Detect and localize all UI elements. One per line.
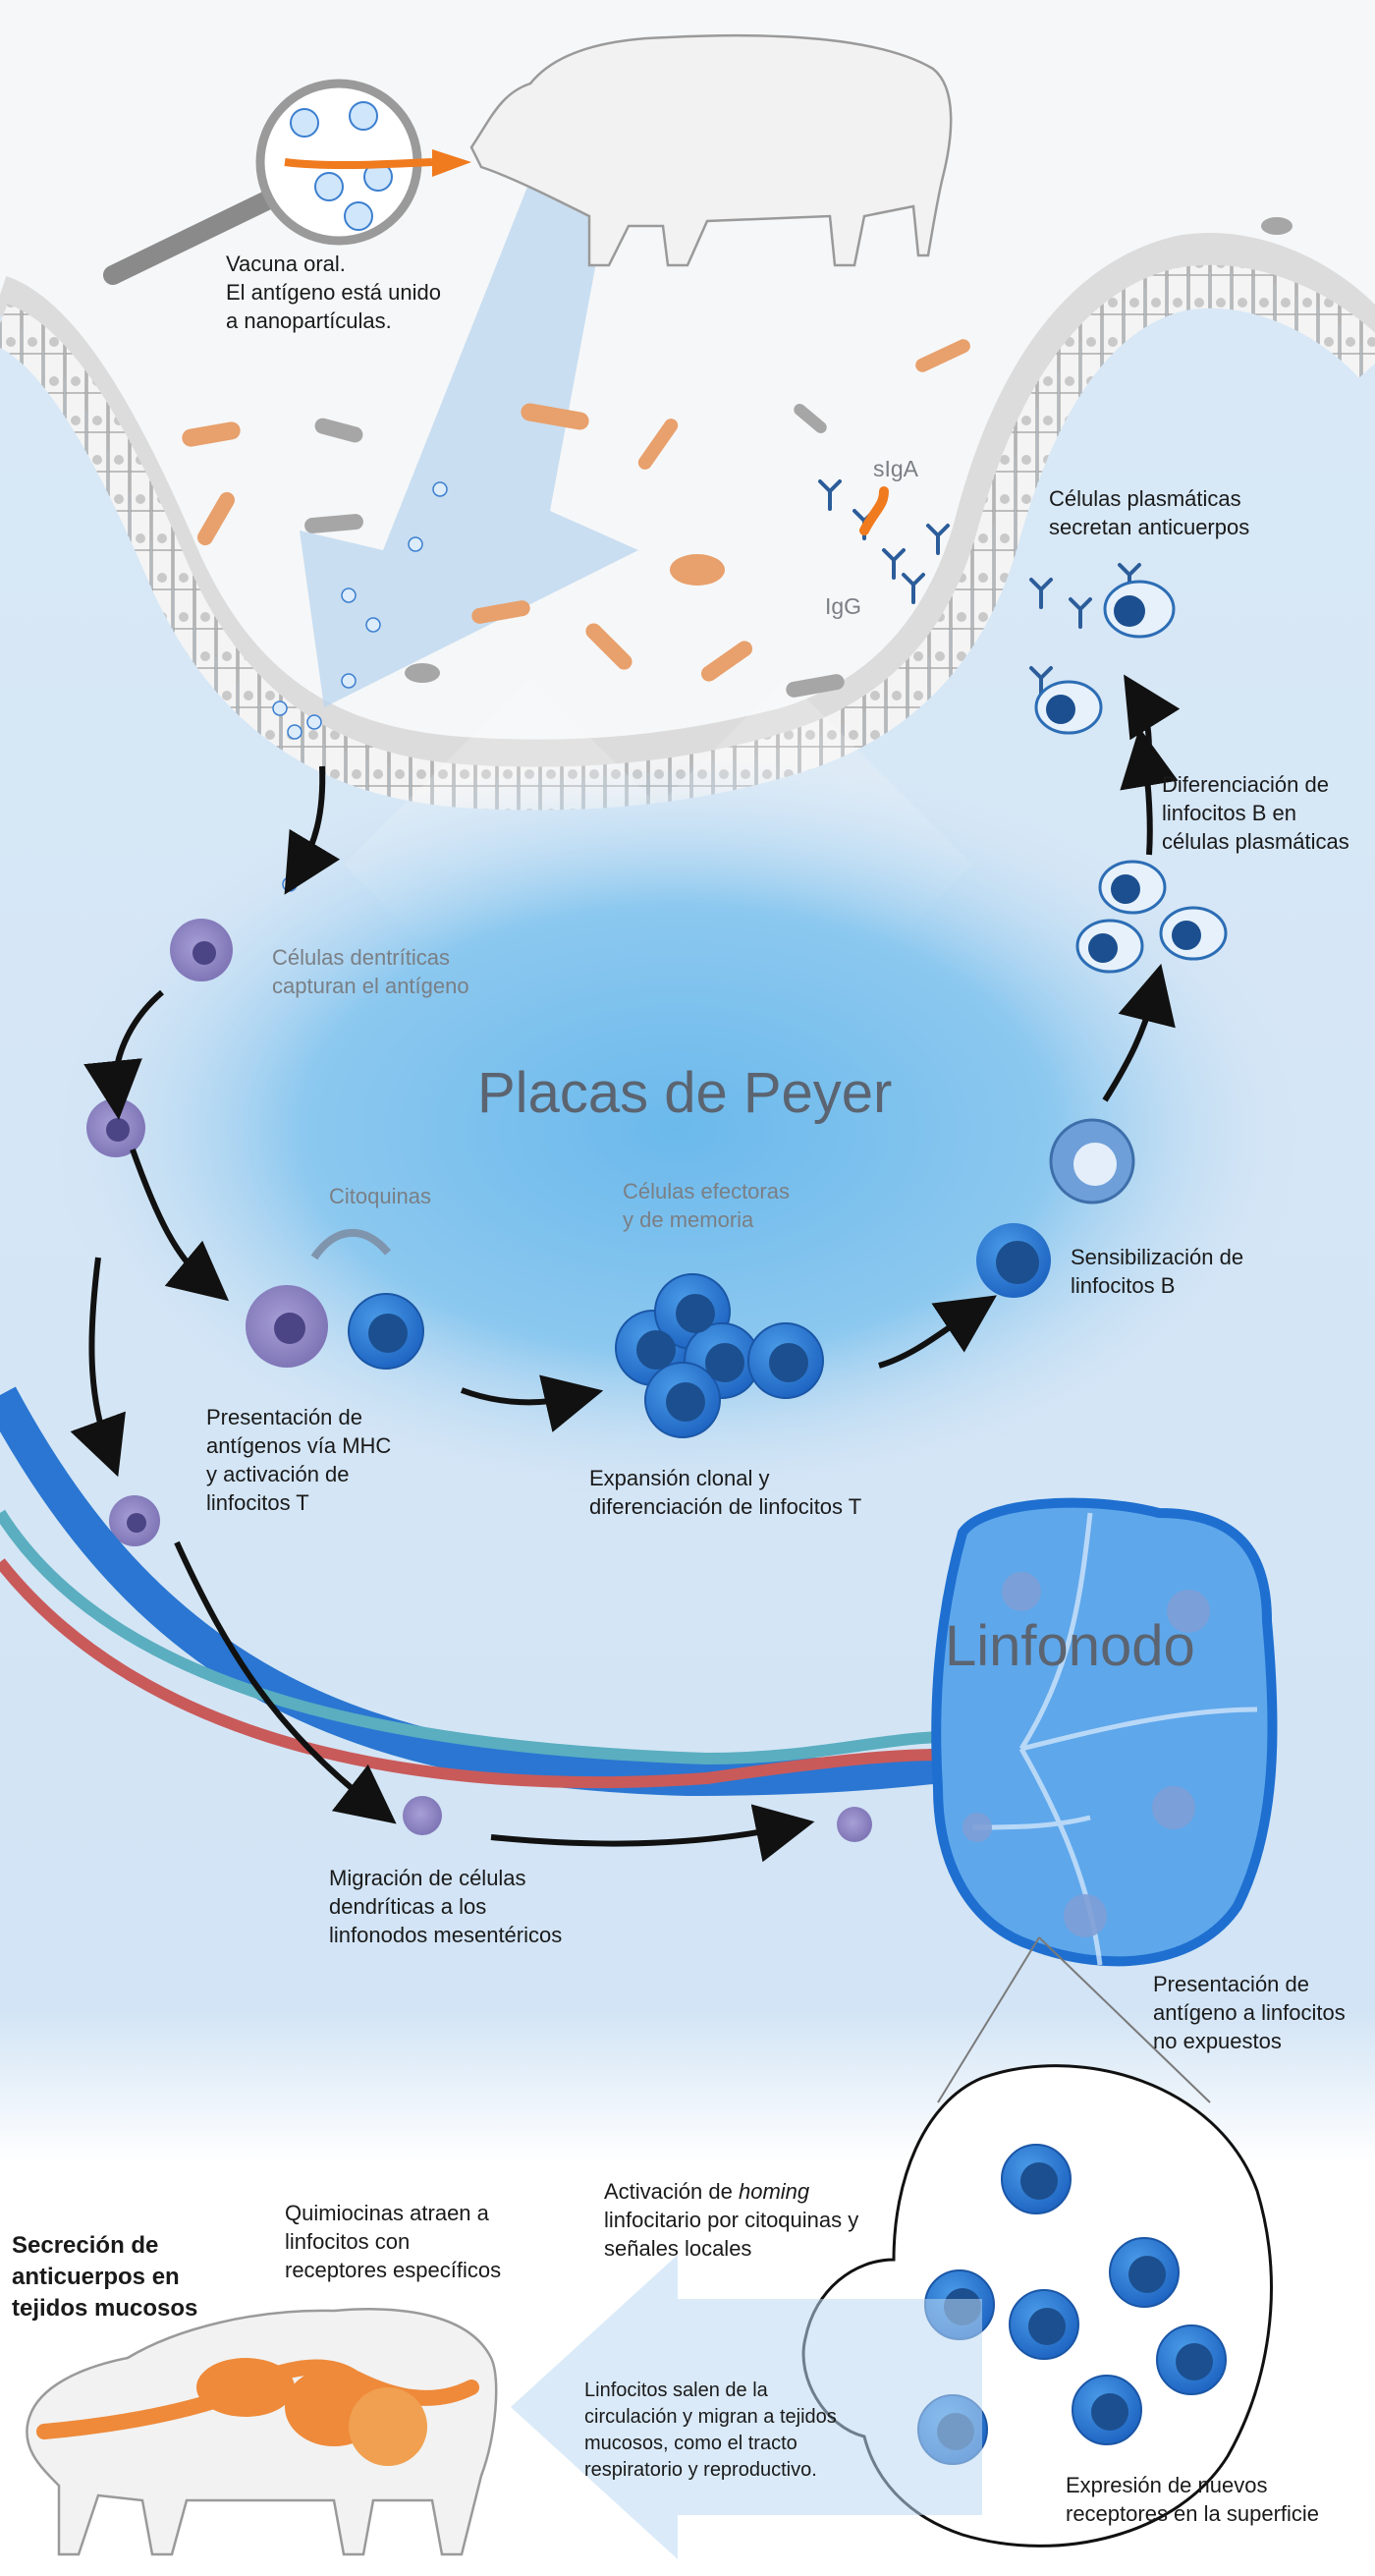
- b-differentiation-label: Diferenciación de linfocitos B en célula…: [1162, 772, 1349, 854]
- mucosal-secretion-label: Secreción de anticuerpos en tejidos muco…: [12, 2232, 198, 2322]
- homing-italic: homing: [738, 2179, 810, 2204]
- homing-suffix: linfocitario por citoquinas y señales lo…: [604, 2208, 859, 2261]
- lymphocytes-exit-label: Linfocitos salen de la circulación y mig…: [584, 2380, 837, 2481]
- effector-memory-label: Células efectoras y de memoria: [623, 1179, 790, 1232]
- homing-label: Activación de homing linfocitario por ci…: [604, 2177, 858, 2263]
- homing-prefix: Activación de: [604, 2179, 739, 2204]
- b-sensitization-label: Sensibilización de linfocitos B: [1071, 1245, 1244, 1298]
- pig-outline-top: [469, 33, 953, 267]
- dc-migration-label: Migración de células dendríticas a los l…: [329, 1866, 563, 1947]
- chemokines-label: Quimiocinas atraen a linfocitos con rece…: [285, 2201, 502, 2282]
- siga-label: sIgA: [873, 456, 919, 481]
- mhc-presentation-label: Presentación de antígenos vía MHC y acti…: [206, 1405, 392, 1515]
- naive-presentation-label: Presentación de antígeno a linfocitos no…: [1153, 1972, 1346, 2053]
- igg-label: IgG: [825, 593, 862, 619]
- plasma-secrete-label: Células plasmáticas secretan anticuerpos: [1049, 486, 1250, 539]
- clonal-expansion-label: Expansión clonal y diferenciación de lin…: [589, 1466, 862, 1519]
- peyer-title: Placas de Peyer: [477, 1061, 893, 1125]
- dendritic-capture-label: Células dentríticas capturan el antígeno: [272, 945, 469, 998]
- lymph-node-title: Linfonodo: [945, 1614, 1195, 1678]
- vaccine-label: Vacuna oral. El antígeno está unido a na…: [226, 252, 441, 333]
- cytokines-label: Citoquinas: [329, 1184, 431, 1208]
- lymph-node-shape: [931, 1497, 1278, 1967]
- pig-outline-bottom: [26, 2308, 498, 2556]
- new-receptors-label: Expresión de nuevos receptores en la sup…: [1066, 2473, 1320, 2526]
- magnifier-icon: [103, 79, 471, 285]
